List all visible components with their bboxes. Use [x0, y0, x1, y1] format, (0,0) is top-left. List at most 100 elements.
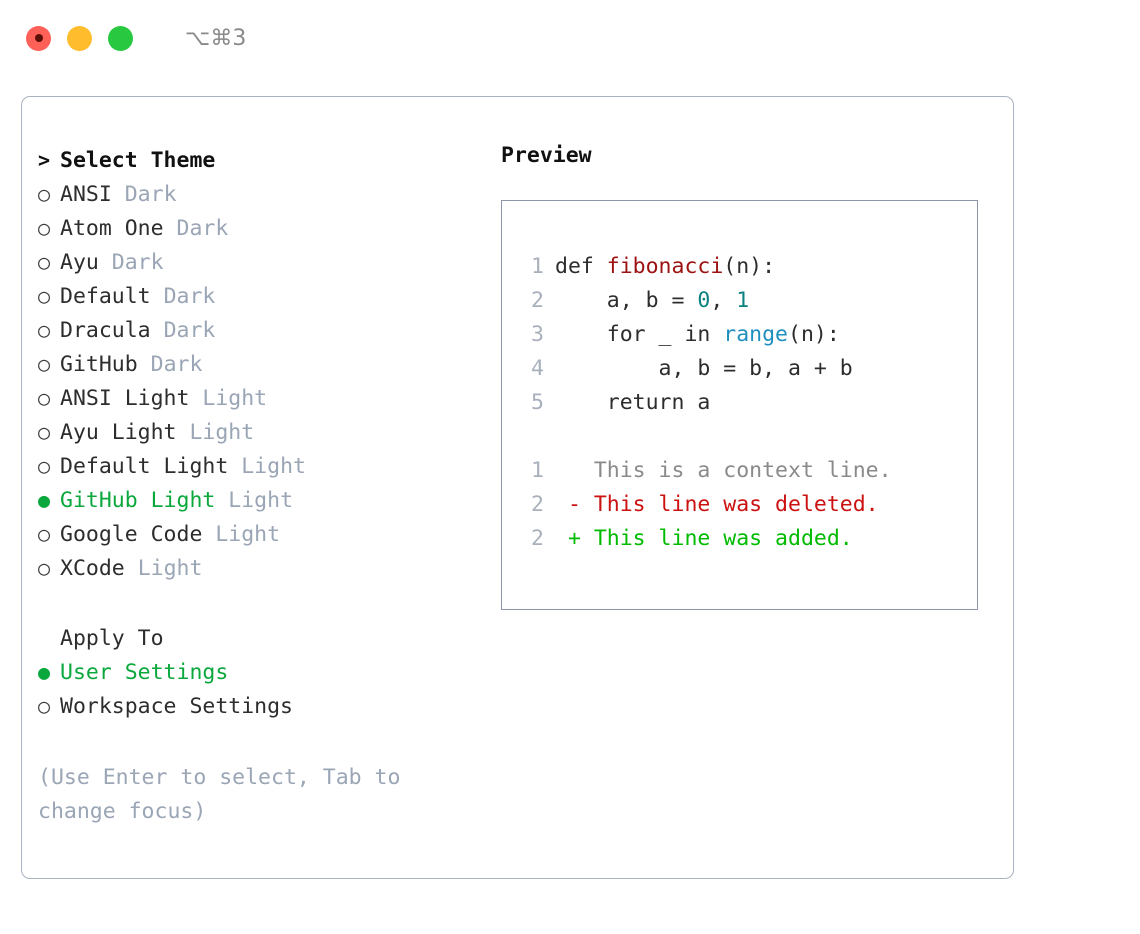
select-theme-heading: > Select Theme	[38, 143, 468, 177]
theme-variant-tag: Dark	[163, 317, 216, 343]
code-token-plain: def	[555, 253, 607, 279]
diff-line: 2 - This line was deleted.	[502, 487, 977, 521]
radio-unselected-icon[interactable]: ○	[38, 556, 51, 580]
code-token-plain: return a	[555, 389, 711, 415]
theme-list-item[interactable]: ○XCode Light	[38, 551, 468, 585]
page-title: Select Theme	[60, 147, 216, 173]
radio-unselected-icon[interactable]: ○	[38, 694, 51, 718]
theme-name-tag-gap	[151, 318, 164, 343]
keyboard-hint-line-1: (Use Enter to select, Tab to	[38, 765, 401, 790]
window-controls	[26, 25, 133, 51]
main-panel: > Select Theme ○ANSI Dark○Atom One Dark○…	[21, 96, 1014, 879]
theme-picker-column: > Select Theme ○ANSI Dark○Atom One Dark○…	[38, 143, 468, 723]
code-line: 2 a, b = 0, 1	[502, 283, 977, 317]
theme-name: GitHub Light	[60, 487, 216, 513]
code-token-plain: for _ in	[555, 321, 724, 347]
close-button-icon[interactable]	[26, 25, 51, 51]
radio-unselected-icon[interactable]: ○	[38, 284, 51, 308]
theme-list-item[interactable]: ○Default Light Light	[38, 449, 468, 483]
code-line: 1 def fibonacci(n):	[502, 249, 977, 283]
theme-variant-tag: Light	[241, 453, 306, 479]
code-line-number: 3	[531, 321, 544, 347]
code-token-plain: ,	[710, 287, 737, 313]
theme-variant-tag: Dark	[163, 283, 216, 309]
apply-to-heading: ○ Apply To	[38, 621, 468, 655]
theme-name-tag-gap	[202, 522, 215, 547]
theme-list-item[interactable]: ○ Ayu Dark	[38, 245, 468, 279]
radio-unselected-icon[interactable]: ○	[38, 182, 51, 206]
minimize-button-icon[interactable]	[67, 25, 92, 51]
theme-name: Ayu Light	[60, 419, 177, 445]
code-token-plain: a, b =	[555, 287, 698, 313]
code-line: 3 for _ in range(n):	[502, 317, 977, 351]
blank-marker-icon: ○	[38, 626, 60, 650]
apply-to-label: Apply To	[60, 625, 164, 651]
code-line: 4 a, b = b, a + b	[502, 351, 977, 385]
diff-line-text: - This line was deleted.	[555, 491, 879, 517]
radio-unselected-icon[interactable]: ○	[38, 522, 51, 546]
radio-selected-icon[interactable]: ●	[38, 488, 51, 512]
theme-list-item[interactable]: ○ ANSI Light Light	[38, 381, 468, 415]
zoom-button-icon[interactable]	[108, 25, 133, 51]
radio-unselected-icon[interactable]: ○	[38, 352, 51, 376]
theme-name-tag-gap	[99, 250, 112, 275]
code-line-number: 1	[531, 253, 544, 279]
theme-variant-tag: Light	[228, 487, 294, 513]
radio-unselected-icon[interactable]: ○	[38, 386, 51, 410]
theme-variant-tag: Light	[189, 419, 255, 445]
theme-name-tag-gap	[228, 454, 241, 479]
theme-variant-tag: Light	[202, 385, 268, 411]
apply-to-option[interactable]: ● User Settings	[38, 655, 468, 689]
theme-variant-tag: Dark	[150, 351, 203, 377]
theme-list-item[interactable]: ○ Ayu Light Light	[38, 415, 468, 449]
theme-name: Ayu	[60, 249, 99, 275]
theme-name: Google Code	[60, 521, 203, 547]
code-line-number: 4	[531, 355, 544, 381]
theme-list-item[interactable]: ○Dracula Dark	[38, 313, 468, 347]
code-token-plain: a, b = b, a + b	[555, 355, 853, 381]
theme-variant-tag: Light	[137, 555, 203, 581]
theme-list-item[interactable]: ○ANSI Dark	[38, 177, 468, 211]
diff-line: 1 This is a context line.	[502, 453, 977, 487]
apply-to-list: ● User Settings ○Workspace Settings	[38, 655, 468, 723]
radio-unselected-icon[interactable]: ○	[38, 318, 51, 342]
radio-unselected-icon[interactable]: ○	[38, 250, 51, 274]
apply-to-option[interactable]: ○Workspace Settings	[38, 689, 468, 723]
theme-variant-tag: Dark	[111, 249, 164, 275]
code-line-number: 2	[531, 287, 544, 313]
theme-list-item[interactable]: ○ Atom One Dark	[38, 211, 468, 245]
theme-name: ANSI Light	[60, 385, 190, 411]
theme-name-tag-gap	[164, 216, 177, 241]
radio-unselected-icon[interactable]: ○	[38, 420, 51, 444]
caret-icon: >	[38, 148, 51, 172]
radio-unselected-icon[interactable]: ○	[38, 454, 51, 478]
diff-spacer	[502, 419, 977, 453]
code-line-number: 5	[531, 389, 544, 415]
apply-to-option-label: User Settings	[60, 659, 229, 685]
diff-line: 2 + This line was added.	[502, 521, 977, 555]
theme-name-tag-gap	[215, 488, 228, 513]
titlebar: ⌥⌘3	[0, 0, 1140, 76]
keyboard-hint-line-2: change focus)	[38, 799, 207, 824]
diff-line-text: + This line was added.	[555, 525, 853, 551]
theme-name-tag-gap	[189, 386, 202, 411]
theme-list-item[interactable]: ○Google Code Light	[38, 517, 468, 551]
code-token-plain: (n):	[723, 253, 776, 279]
preview-heading: Preview	[501, 143, 592, 168]
theme-name: ANSI	[60, 181, 112, 207]
diff-line-number: 2	[531, 525, 544, 551]
keyboard-shortcut-label: ⌥⌘3	[185, 25, 247, 51]
theme-list-item[interactable]: ○Default Dark	[38, 279, 468, 313]
theme-list-item[interactable]: ○GitHub Dark	[38, 347, 468, 381]
radio-selected-icon[interactable]: ●	[38, 660, 51, 684]
theme-variant-tag: Dark	[176, 215, 229, 241]
code-token-func: fibonacci	[606, 253, 724, 279]
theme-name: Atom One	[60, 215, 164, 241]
radio-unselected-icon[interactable]: ○	[38, 216, 51, 240]
diff-line-text: This is a context line.	[555, 457, 892, 483]
diff-line-number: 2	[531, 491, 544, 517]
theme-list-item[interactable]: ● GitHub Light Light	[38, 483, 468, 517]
